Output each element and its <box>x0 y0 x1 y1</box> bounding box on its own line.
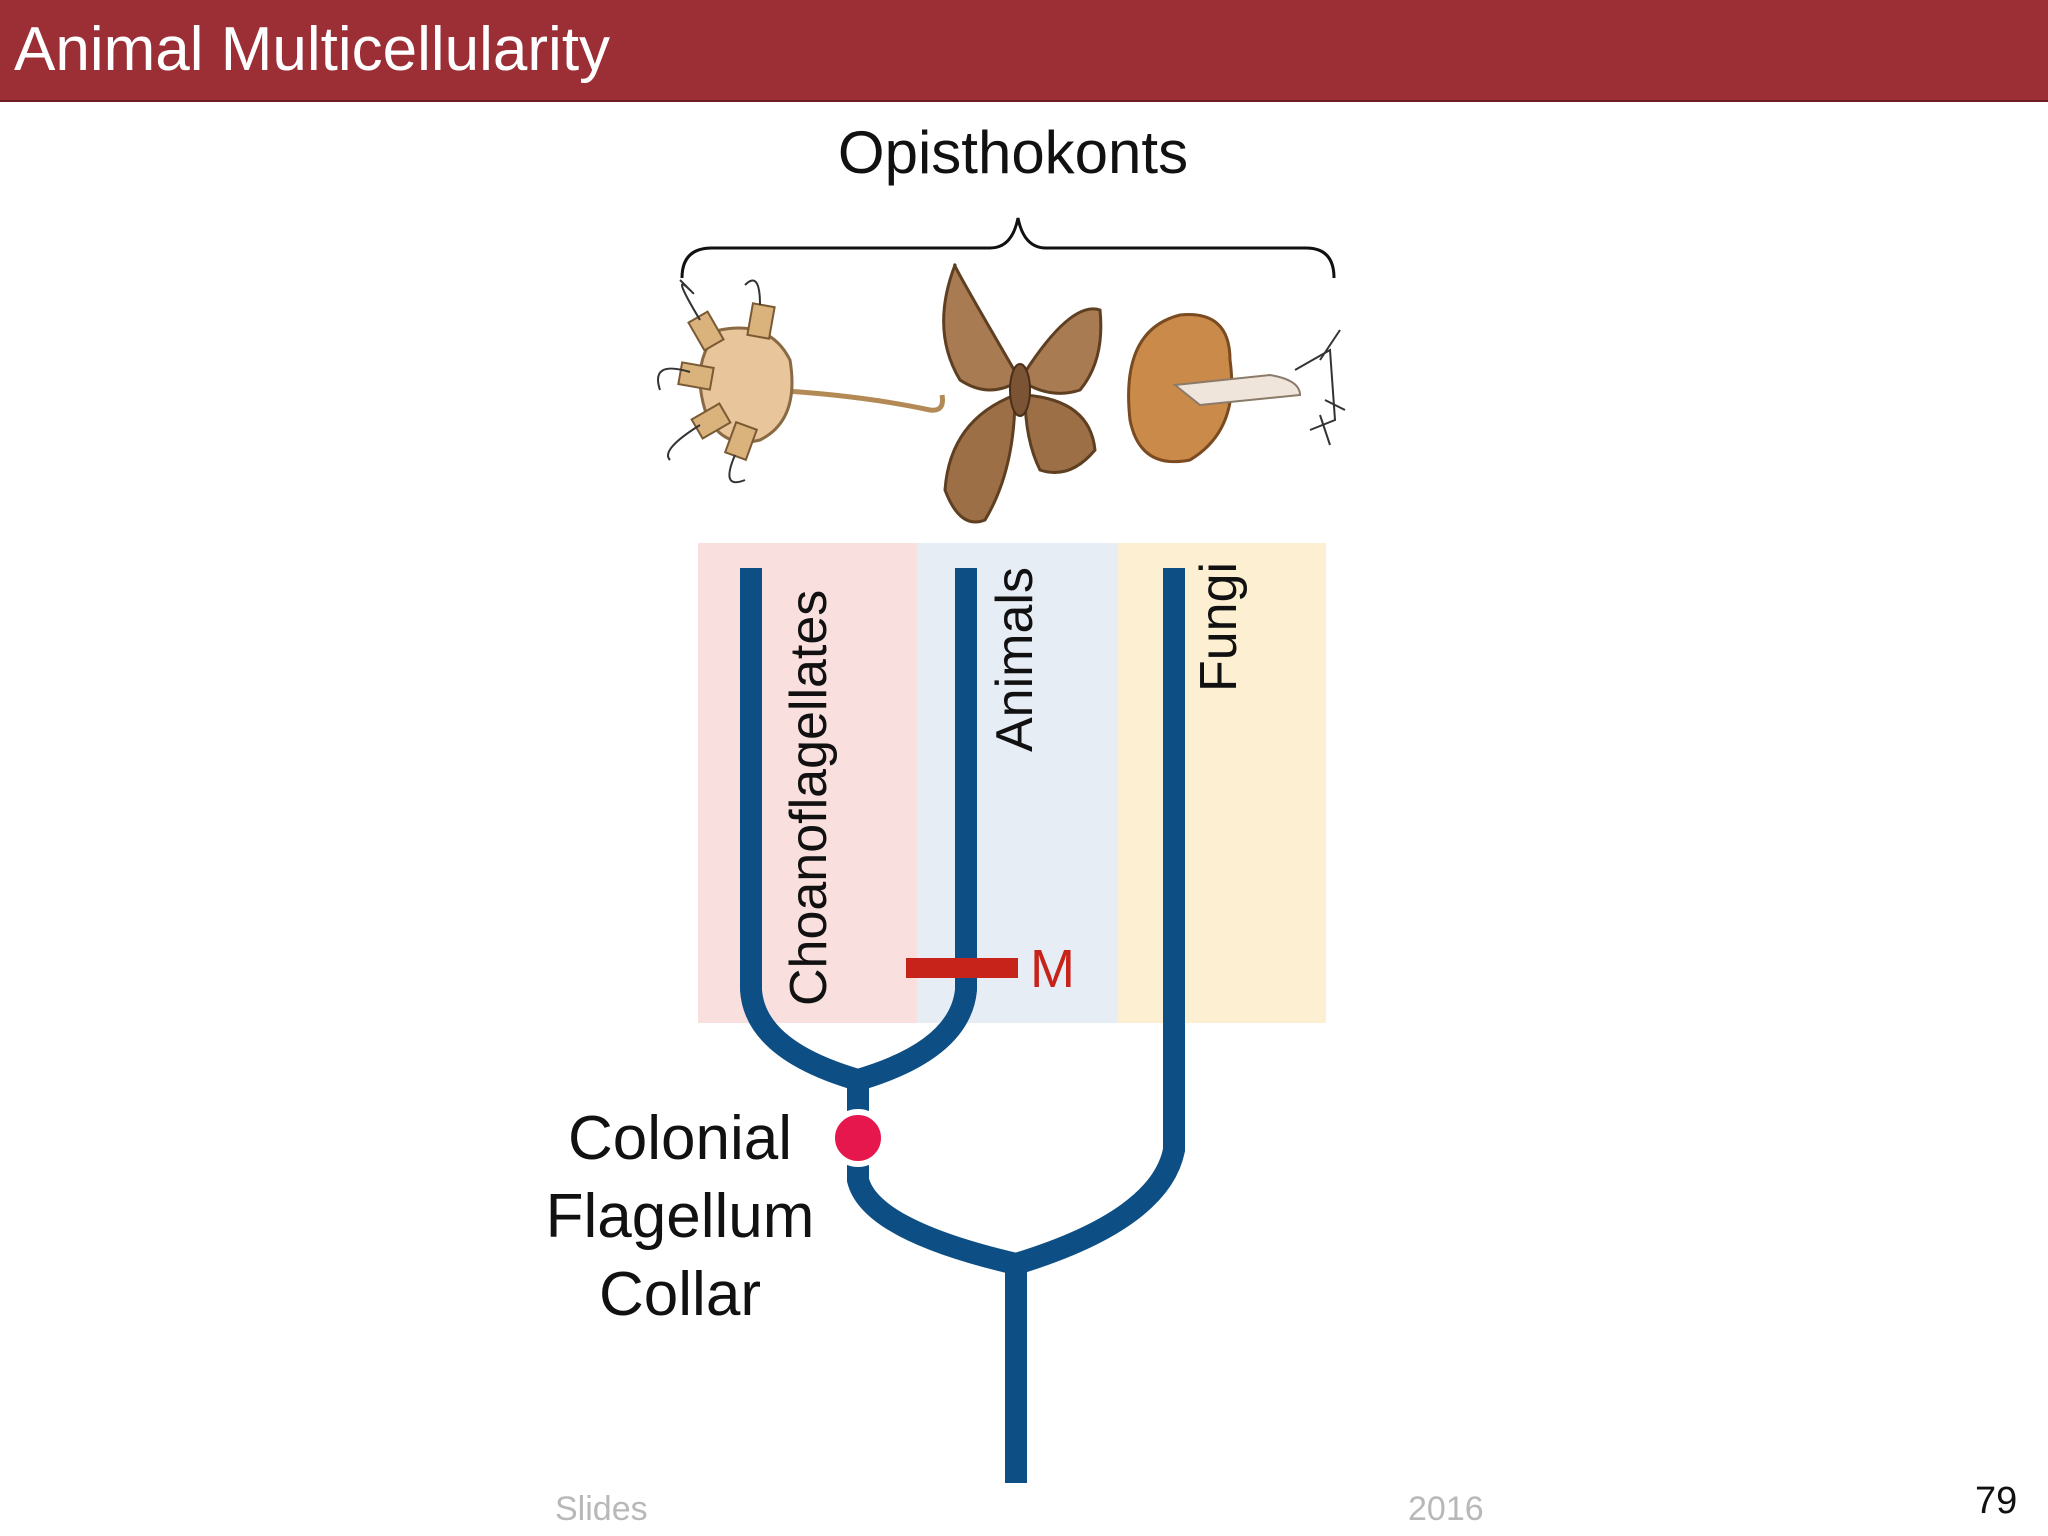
moth-illustration <box>942 263 1103 524</box>
title-bar: Animal Multicellularity <box>0 0 2048 102</box>
clade-label-animals: Animals <box>986 567 1044 752</box>
fungi-branch <box>1012 568 1185 1275</box>
node-label-colonial: Colonial <box>567 1104 793 1173</box>
footer-left: Slides <box>555 1490 648 1528</box>
tree-branches <box>740 568 1185 1483</box>
node-annotation: Colonial Flagellum Collar <box>520 1100 840 1334</box>
choanoflagellates-branch <box>740 568 862 1091</box>
clade-label-choanoflagellates: Choanoflagellates <box>780 590 838 1006</box>
animals-branch <box>854 568 977 1091</box>
opisthokonts-brace <box>680 217 1336 279</box>
animals-band <box>917 543 1118 1023</box>
page-number: 79 <box>1975 1480 2018 1522</box>
colonial-node <box>829 1109 887 1167</box>
multicellularity-marker <box>906 958 1018 978</box>
slide-title: Animal Multicellularity <box>14 15 611 84</box>
mushroom-illustration <box>1127 313 1346 464</box>
clade-label-fungi: Fungi <box>1190 562 1248 692</box>
fungi-band <box>1118 543 1326 1023</box>
node-label-flagellum: Flagellum <box>545 1182 815 1251</box>
node-label-collar: Collar <box>599 1260 761 1329</box>
choanoflagellates-band <box>698 543 917 1023</box>
choanoflagellate-illustration <box>657 279 945 484</box>
marker-label: M <box>1030 939 1075 999</box>
opisthokonts-heading: Opisthokonts <box>837 119 1189 186</box>
footer-right: 2016 <box>1408 1490 1484 1528</box>
colonial-ancestor-branch <box>847 1080 1019 1275</box>
